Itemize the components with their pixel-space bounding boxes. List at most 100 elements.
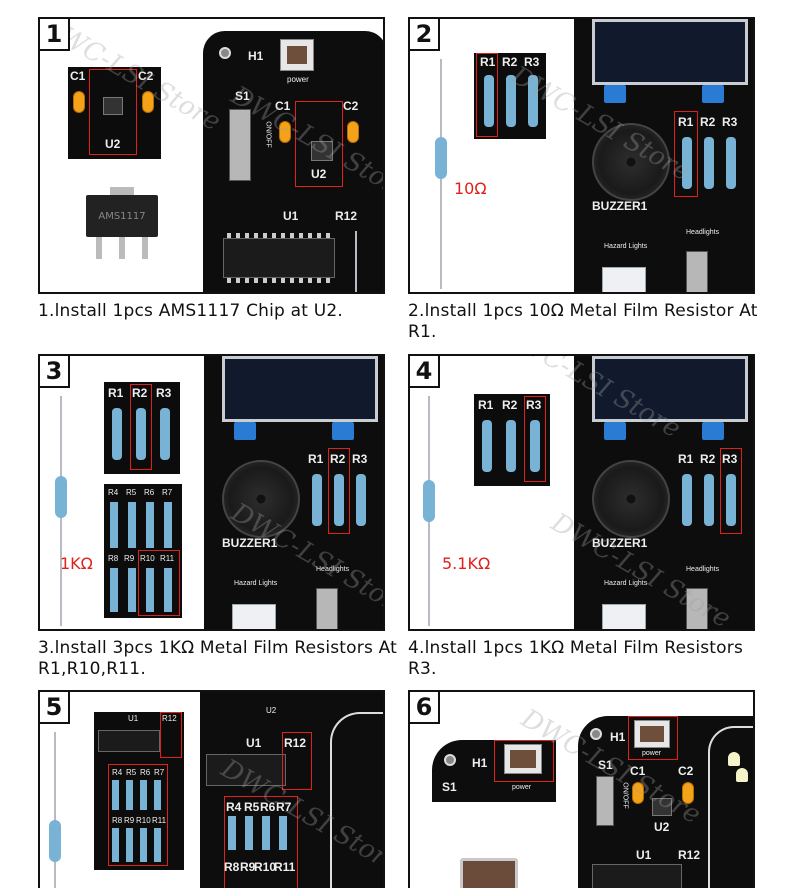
resistor-r1 — [682, 137, 692, 189]
car-outline — [330, 712, 383, 888]
headlights-label: Headlights — [686, 229, 720, 236]
step-caption-1: 1.lnstall 1pcs AMS1117 Chip at U2. — [38, 301, 343, 321]
r5-label: R5 — [126, 488, 137, 497]
r8-label: R8 — [112, 816, 123, 825]
highlight-box — [476, 53, 498, 137]
resistor-r1 — [482, 420, 492, 472]
step-panel-4: 4 5.1KΩ R1 R2 R3 BUZZER1 R1 R2 R3 Hazard… — [408, 354, 755, 631]
oled-screen — [222, 356, 378, 422]
ic-u1 — [223, 238, 335, 278]
power-switch — [280, 39, 314, 71]
step-number: 3 — [40, 356, 70, 388]
r3-label: R3 — [722, 115, 738, 129]
capacitor-c1 — [279, 121, 291, 143]
highlight-box — [628, 716, 678, 760]
resistor-r3 — [528, 75, 538, 127]
c2-label: C2 — [343, 99, 359, 113]
capacitor-c2 — [682, 782, 694, 804]
r1-label: R1 — [678, 115, 694, 129]
led — [736, 768, 748, 782]
pcb-board: U2 U1 R12 R4 R5 R6 R7 R8 R9 R10 R11 — [200, 692, 383, 888]
resistor-r1 — [484, 75, 494, 127]
pcb-closeup: H1 power S1 — [432, 740, 556, 802]
power-label: power — [642, 750, 662, 757]
highlight-box — [89, 69, 137, 155]
r4-label: R4 — [226, 800, 242, 814]
headlights-label: Headlights — [316, 566, 350, 573]
step-number: 5 — [40, 692, 70, 724]
step-caption-3: 3.lnstall 3pcs 1KΩ Metal Film Resistors … — [38, 638, 398, 679]
resistor-row — [228, 816, 296, 850]
resistor-closeup: R1 R2 R3 — [474, 394, 550, 486]
r6-label: R6 — [140, 768, 151, 777]
resistor-r3 — [160, 408, 170, 460]
buzzer — [592, 123, 670, 201]
resistor-r2 — [136, 408, 146, 460]
hazard-label: Hazard Lights — [604, 243, 648, 250]
u2-label: U2 — [311, 167, 327, 181]
resistor-r2 — [704, 474, 714, 526]
screen-bracket — [332, 422, 354, 440]
hazard-label: Hazard Lights — [234, 580, 278, 587]
r1-label: R1 — [108, 386, 124, 400]
r6-label: R6 — [144, 488, 155, 497]
s1-label: S1 — [442, 780, 457, 794]
highlight-box — [494, 740, 554, 782]
r4-label: R4 — [112, 768, 123, 777]
r7-label: R7 — [162, 488, 173, 497]
resistor-closeup-bottom: R4 R5 R6 R7 R8 R9 R10 R11 — [104, 484, 182, 618]
r11-label: R11 — [274, 860, 296, 874]
resistor-r1 — [312, 474, 322, 526]
r10-label: R10 — [254, 860, 277, 874]
r9-label: R9 — [124, 554, 135, 563]
r3-label: R3 — [526, 398, 542, 412]
h1-label: H1 — [610, 730, 626, 744]
hazard-label: Hazard Lights — [604, 580, 648, 587]
pcb-board: H1 power S1 ON/OFF C1 C2 U2 U1 R12 — [203, 31, 383, 292]
resistor-r2 — [506, 420, 516, 472]
headlights-switch — [686, 588, 708, 629]
c1-label: C1 — [275, 99, 291, 113]
step-panel-1: 1 C1 C2 U2 AMS1117 H1 power S1 ON/OFF C1… — [38, 17, 385, 294]
step-panel-2: 2 10Ω R1 R2 R3 BUZZER1 R1 R2 R3 Hazard L… — [408, 17, 755, 294]
ic-u1 — [98, 730, 160, 752]
chip-marking: AMS1117 — [98, 210, 146, 222]
screen-bracket — [702, 422, 724, 440]
r7-label: R7 — [154, 768, 165, 777]
highlight-box — [295, 101, 343, 187]
hazard-switch — [602, 267, 646, 292]
pcb-board: BUZZER1 R1 R2 R3 Hazard Lights Headlight… — [204, 356, 383, 629]
power-label: power — [287, 75, 309, 84]
ic-u1 — [206, 754, 286, 786]
highlight-box — [282, 732, 312, 790]
resistor-r3 — [726, 137, 736, 189]
r9-label: R9 — [240, 860, 256, 874]
resistor-body — [423, 480, 435, 522]
hazard-switch — [602, 604, 646, 629]
screen-bracket — [604, 85, 626, 103]
loose-resistor — [54, 732, 56, 888]
resistor-r3 — [726, 474, 736, 526]
resistor-r1 — [112, 408, 122, 460]
resistor-value: 1KΩ — [60, 554, 93, 573]
step-caption-2: 2.lnstall 1pcs 10Ω Metal Film Resistor A… — [408, 301, 758, 342]
resistor-body — [49, 820, 61, 862]
r11-label: R11 — [160, 554, 175, 563]
oled-screen — [592, 19, 748, 85]
r3-label: R3 — [156, 386, 172, 400]
r5-label: R5 — [126, 768, 137, 777]
hazard-switch — [232, 604, 276, 629]
step-panel-5: 5 U1 R12 R4 R5 R6 R7 R8 R9 R10 R11 U2 U1… — [38, 690, 385, 888]
h1-label: H1 — [248, 49, 264, 63]
step-number: 6 — [410, 692, 440, 724]
r3-label: R3 — [722, 452, 738, 466]
u2-label: U2 — [105, 137, 121, 151]
buzzer — [592, 460, 670, 538]
step-panel-6: 6 H1 power S1 H1 power S1 ON/OFF C1 C2 U… — [408, 690, 755, 888]
r1-label: R1 — [480, 55, 496, 69]
c2-label: C2 — [138, 69, 154, 83]
ic-u1 — [592, 864, 682, 888]
capacitor-c1 — [632, 782, 644, 804]
highlight-box — [224, 796, 298, 888]
r4-label: R4 — [108, 488, 119, 497]
